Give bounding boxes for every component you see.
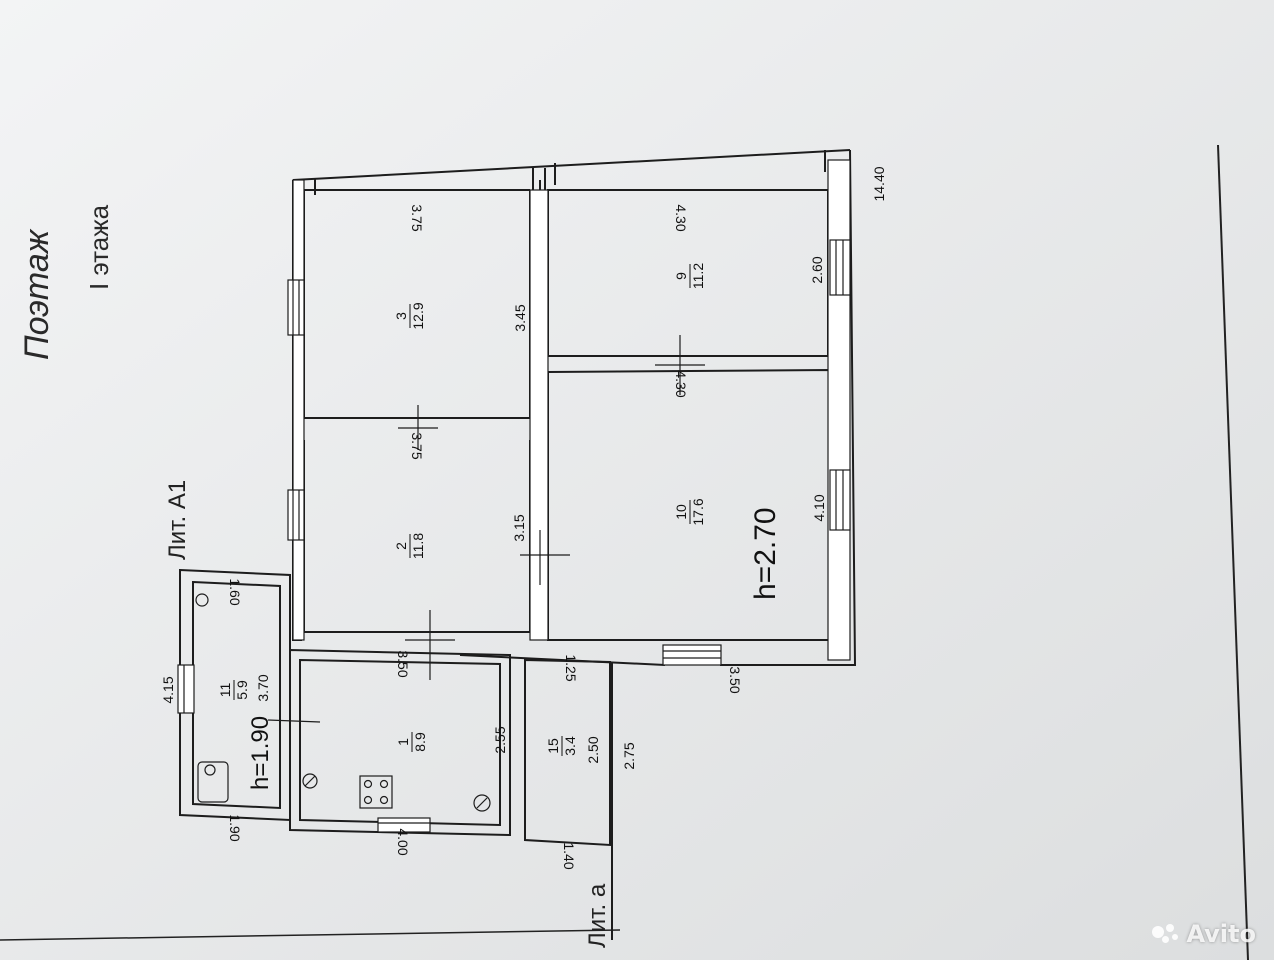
room-area: 3.4 [562, 736, 578, 756]
room-11: 11 5.9 [217, 680, 250, 700]
sink-icon [195, 593, 209, 607]
dim-label: 1.40 [561, 842, 577, 869]
room-number: 2 [393, 542, 409, 550]
page-title: Поэтаж [18, 228, 56, 360]
room-area: 11.8 [410, 533, 426, 559]
dim-label: 4.10 [811, 494, 827, 521]
avito-watermark: Avito [1152, 920, 1256, 948]
header: Поэтаж [18, 228, 56, 360]
lit-a-label: Лит. а [584, 883, 611, 948]
lit-a1-label: Лит. А1 [164, 480, 191, 560]
drain-icon [302, 773, 318, 789]
drain-icon-2 [473, 794, 491, 812]
dim-label: 2.55 [492, 726, 508, 753]
dim-label: 3.15 [511, 514, 527, 541]
stove-icon [359, 775, 393, 809]
header-sub: I этажа [84, 204, 114, 290]
dim-label: 3.75 [409, 432, 425, 459]
page-border-line [1217, 144, 1249, 960]
dim-label: 3.50 [395, 650, 411, 677]
dim-label: 1.25 [563, 654, 579, 681]
room-area: 11.2 [690, 263, 706, 289]
room-9: 9 11.2 [673, 263, 706, 289]
dim-label: 2.50 [585, 736, 601, 763]
dim-label: 3.45 [512, 304, 528, 331]
room-number: 1 [395, 738, 411, 746]
door-markers [267, 335, 705, 745]
avito-logo-icon [1152, 924, 1180, 944]
dim-label: 14.40 [871, 166, 887, 201]
room-number: 10 [673, 504, 689, 520]
floor-label: I этажа [84, 204, 114, 290]
dim-label: 3.70 [255, 674, 271, 701]
room-area: 8.9 [412, 732, 428, 752]
bottom-rule [0, 929, 621, 941]
dim-label: 1.90 [227, 814, 243, 841]
dim-label: 4.30 [673, 204, 689, 231]
ceiling-height-main: h=2.70 [749, 507, 782, 600]
room-area: 17.6 [690, 498, 706, 525]
room-number: 11 [217, 683, 233, 698]
dim-label: 2.60 [809, 256, 825, 283]
dimension-labels: 3.75 3.45 4.30 2.60 14.40 3.75 3.15 4.30… [160, 166, 887, 870]
windows [177, 239, 851, 833]
dim-label: 4.15 [160, 676, 176, 703]
room-10: 10 17.6 [673, 498, 706, 525]
dim-label: 4.30 [673, 370, 689, 397]
room-15: 15 3.4 [545, 736, 578, 756]
room-3: 3 12.9 [393, 302, 426, 329]
dim-label: 4.00 [395, 828, 411, 855]
wall-stubs [314, 150, 826, 195]
ceiling-height-bath: h=1.90 [247, 716, 274, 790]
avito-text: Avito [1186, 920, 1256, 948]
room-number: 9 [673, 272, 689, 280]
room-1: 1 8.9 [395, 732, 428, 752]
dim-label: 3.50 [727, 666, 743, 693]
dim-label: 1.60 [227, 578, 243, 605]
room-2: 2 11.8 [393, 533, 426, 559]
dim-label: 3.75 [409, 204, 425, 231]
room-area: 5.9 [234, 680, 250, 700]
dim-label: 2.75 [621, 742, 637, 769]
bathtub-icon [197, 761, 229, 803]
room-area: 12.9 [410, 302, 426, 329]
room-number: 3 [393, 312, 409, 320]
room-number: 15 [545, 738, 561, 754]
fixtures [195, 593, 491, 812]
